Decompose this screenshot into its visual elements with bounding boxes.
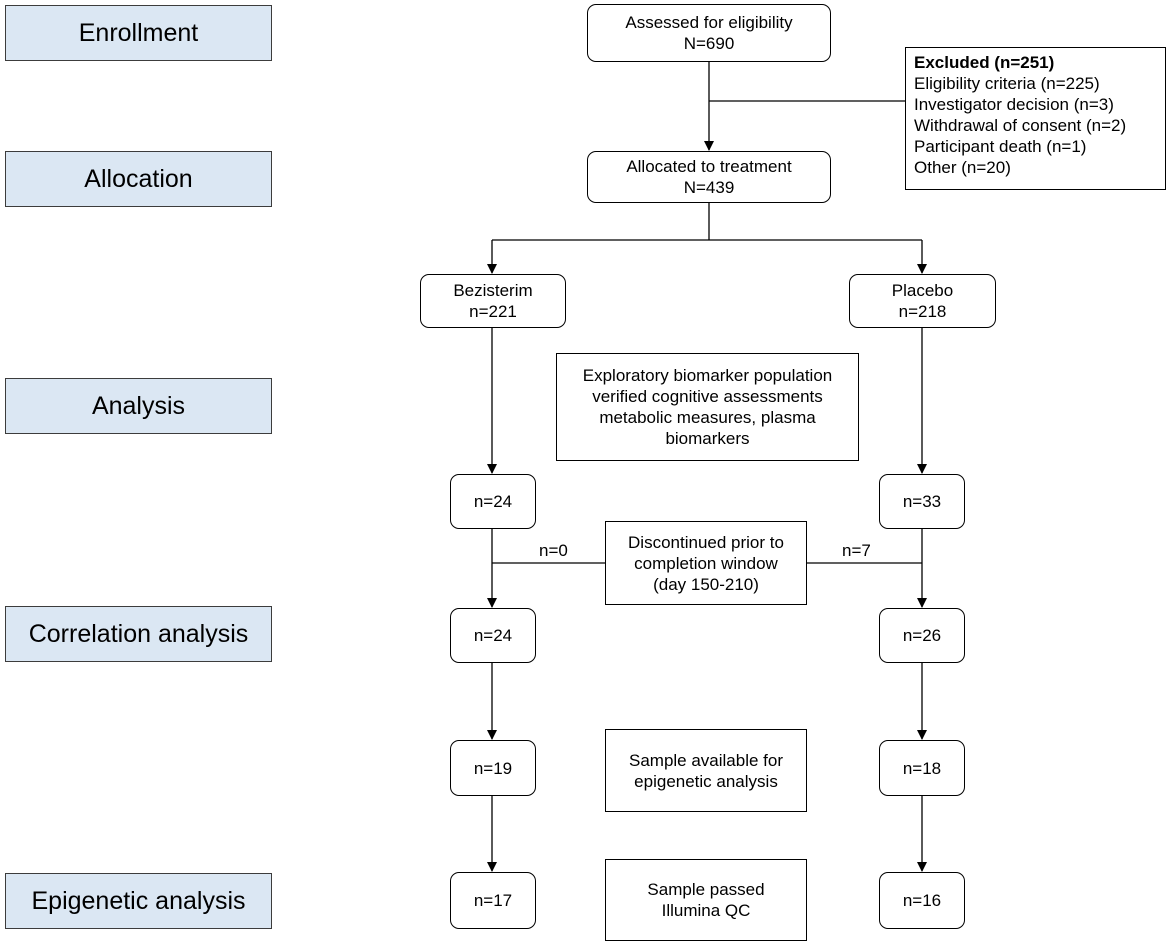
exploratory-line: Exploratory biomarker population [582,366,833,385]
sample-passed-line: Sample passed [647,880,765,899]
allocated-count: N=439 [683,178,735,197]
allocated-box: Allocated to treatment N=439 [587,151,831,203]
discontinued-placebo-count: n=7 [842,541,871,560]
stage-allocation: Allocation [5,151,272,207]
assessed-count: N=690 [683,34,735,53]
bezisterim-passed-count: n=17 [450,872,536,929]
excluded-item: Withdrawal of consent (n=2) [914,116,1127,135]
placebo-available-count: n=18 [879,740,965,796]
discontinued-line: completion window [634,553,778,573]
count-text: n=17 [473,891,513,910]
exploratory-population-box: Exploratory biomarker population verifie… [556,353,859,461]
exploratory-line: metabolic measures, plasma [599,408,816,427]
excluded-item: Eligibility criteria (n=225) [914,74,1100,93]
stage-epigenetic-label: Epigenetic analysis [31,886,246,915]
assessed-label: Assessed for eligibility [625,13,793,32]
placebo-arm-label: Placebo [891,281,954,300]
placebo-arm-box: Placebo n=218 [849,274,996,328]
excluded-item: Investigator decision (n=3) [914,95,1114,114]
discontinued-line: (day 150-210) [653,574,759,594]
discontinued-box: Discontinued prior to completion window … [605,521,807,605]
sample-available-box: Sample available for epigenetic analysis [605,729,807,812]
count-text: n=26 [902,626,942,645]
stage-analysis-label: Analysis [91,391,186,420]
sample-passed-line: Illumina QC [661,901,751,920]
sample-available-line: Sample available for [628,750,784,770]
discontinued-line: Discontinued prior to [628,532,784,552]
count-text: n=33 [902,492,942,511]
bezisterim-arm-box: Bezisterim n=221 [420,274,566,328]
stage-correlation-analysis: Correlation analysis [5,606,272,662]
count-text: n=19 [473,758,513,778]
placebo-passed-count: n=16 [879,872,965,929]
excluded-title: Excluded (n=251) [914,53,1055,72]
excluded-item: Participant death (n=1) [914,137,1087,156]
allocated-label: Allocated to treatment [626,157,792,176]
bezisterim-correlation-count: n=24 [450,608,536,663]
sample-passed-box: Sample passed Illumina QC [605,859,807,941]
placebo-arm-count: n=218 [898,302,947,321]
stage-correlation-label: Correlation analysis [28,619,249,648]
count-text: n=16 [902,891,942,910]
bezisterim-available-count: n=19 [450,740,536,796]
stage-enrollment-label: Enrollment [78,18,199,47]
assessed-box: Assessed for eligibility N=690 [587,4,831,62]
bezisterim-arm-label: Bezisterim [453,281,533,300]
exploratory-line: biomarkers [665,429,750,448]
stage-enrollment: Enrollment [5,5,272,61]
exploratory-line: verified cognitive assessments [592,387,823,406]
stage-epigenetic-analysis: Epigenetic analysis [5,873,272,929]
count-text: n=18 [902,758,942,778]
placebo-correlation-count: n=26 [879,608,965,663]
stage-analysis: Analysis [5,378,272,434]
bezisterim-analysis-count: n=24 [450,474,536,529]
count-text: n=24 [473,626,513,645]
excluded-item: Other (n=20) [914,158,1011,177]
placebo-analysis-count: n=33 [879,474,965,529]
excluded-box: Excluded (n=251) Eligibility criteria (n… [905,47,1166,190]
bezisterim-arm-count: n=221 [469,302,517,321]
count-text: n=24 [473,492,513,511]
sample-available-line: epigenetic analysis [634,771,778,791]
discontinued-bezisterim-count: n=0 [539,541,568,560]
stage-allocation-label: Allocation [84,164,193,193]
